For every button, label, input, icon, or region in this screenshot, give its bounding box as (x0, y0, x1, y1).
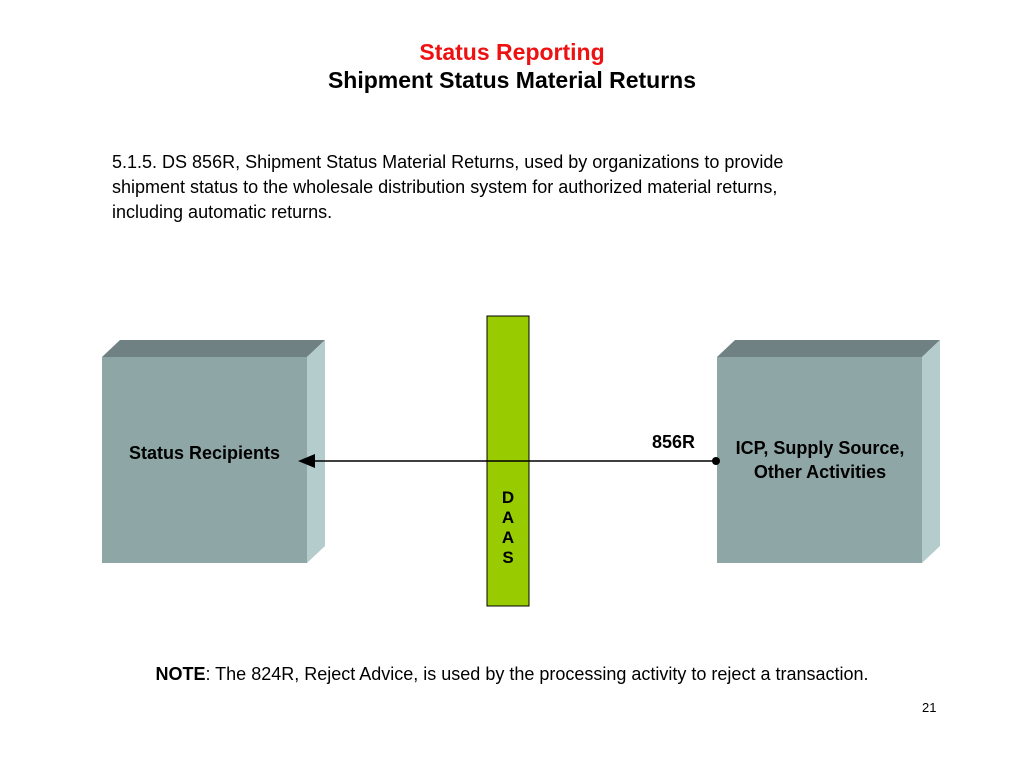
title-block: Status Reporting Shipment Status Materia… (0, 38, 1024, 94)
icp-supply-box (717, 340, 940, 563)
icp-supply-label: ICP, Supply Source, Other Activities (735, 438, 905, 482)
daas-letter: A (501, 528, 515, 547)
daas-letter: A (501, 508, 515, 527)
daas-letter: D (501, 488, 515, 507)
slide-title: Status Reporting (419, 39, 605, 65)
status-recipients-label: Status Recipients (128, 443, 281, 463)
page-number: 21 (922, 700, 937, 715)
slide-subtitle: Shipment Status Material Returns (327, 67, 697, 93)
note-text: : The 824R, Reject Advice, is used by th… (205, 664, 869, 684)
body-paragraph: 5.1.5. DS 856R, Shipment Status Material… (112, 152, 784, 222)
note-prefix: NOTE (155, 664, 206, 684)
transaction-arrow (298, 454, 720, 468)
status-recipients-box (102, 340, 325, 563)
arrow-label-856r: 856R (652, 432, 696, 452)
note-line: NOTE: The 824R, Reject Advice, is used b… (0, 664, 1024, 685)
daas-letter: S (502, 548, 514, 567)
daas-label: D A A S (487, 488, 529, 568)
